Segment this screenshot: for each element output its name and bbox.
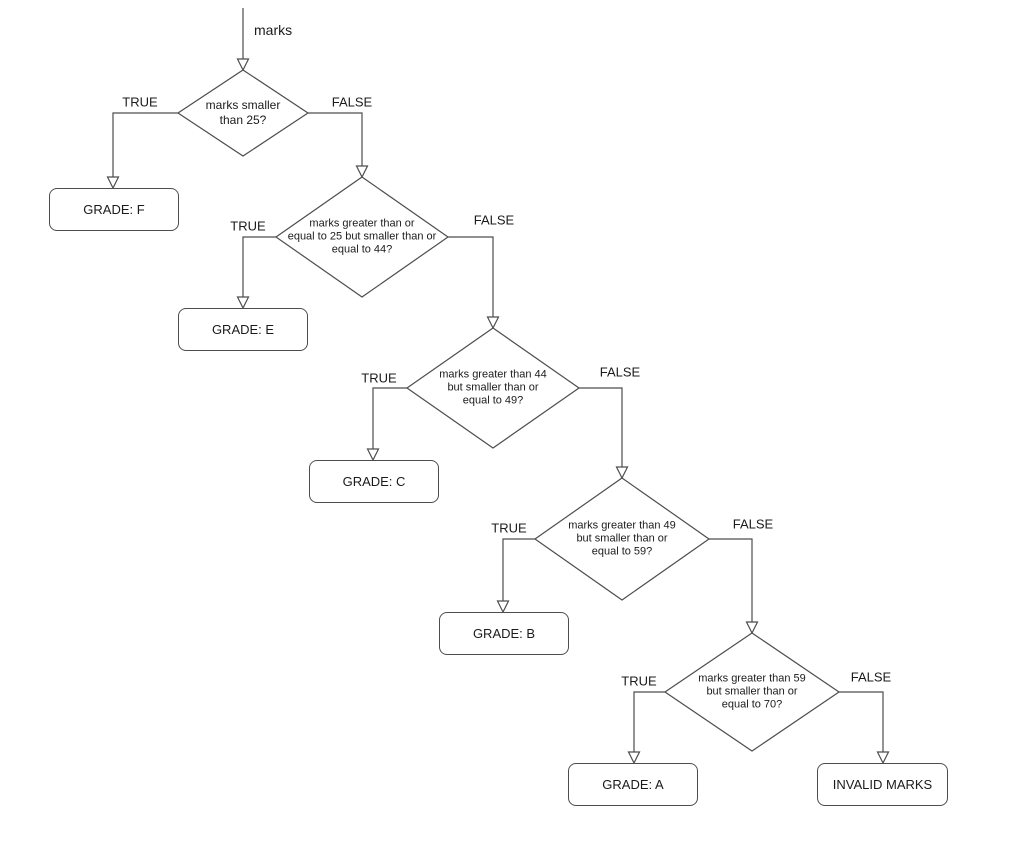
decision-3-false-edge-line — [579, 387, 623, 467]
result-invalid-marks: INVALID MARKS — [817, 763, 948, 806]
decision-3-label: marks greater than 44 but smaller than o… — [439, 368, 547, 407]
result-grade-c: GRADE: C — [309, 460, 439, 503]
result-grade-e: GRADE: E — [178, 308, 308, 351]
decision-3-true-edge-line — [372, 387, 407, 449]
decision-4-false-edge-line — [709, 538, 753, 622]
decision-2-label: marks greater than or equal to 25 but sm… — [287, 217, 437, 256]
decision-5-true-arrowhead-icon — [627, 751, 641, 765]
decision-5-false-edge-line — [839, 691, 884, 752]
decision-4-true-arrowhead-icon — [496, 600, 510, 614]
start-input-label: marks — [254, 22, 293, 38]
result-grade-f: GRADE: F — [49, 188, 179, 231]
decision-5-false-arrowhead-icon — [876, 751, 890, 765]
decision-4-false-label: FALSE — [732, 516, 774, 532]
decision-1-false-label: FALSE — [331, 94, 373, 110]
decision-3-diamond — [405, 327, 581, 449]
decision-2-true-label: TRUE — [230, 218, 266, 234]
decision-3-false-arrowhead-icon — [615, 466, 629, 480]
result-grade-b: GRADE: B — [439, 612, 569, 655]
decision-5-diamond — [663, 632, 841, 752]
decision-2-diamond — [274, 176, 450, 298]
decision-2-true-arrowhead-icon — [236, 296, 250, 310]
decision-2-false-edge-line — [448, 236, 494, 317]
decision-5-true-edge-line — [633, 691, 665, 752]
decision-5-true-label: TRUE — [621, 673, 657, 689]
decision-1-diamond — [176, 69, 310, 157]
decision-3-true-label: TRUE — [361, 370, 397, 386]
result-grade-a: GRADE: A — [568, 763, 698, 806]
decision-4-true-label: TRUE — [491, 520, 527, 536]
decision-3-true-arrowhead-icon — [366, 448, 380, 462]
decision-1-label: marks smaller than 25? — [205, 98, 281, 127]
decision-5-label: marks greater than 59 but smaller than o… — [698, 672, 806, 711]
decision-4-label: marks greater than 49 but smaller than o… — [568, 519, 676, 558]
decision-4-true-edge-line — [502, 538, 535, 601]
start-edge-arrowhead-icon — [236, 58, 250, 72]
decision-4-diamond — [533, 477, 711, 601]
decision-5-false-label: FALSE — [850, 669, 892, 685]
decision-2-false-arrowhead-icon — [486, 316, 500, 330]
decision-1-true-label: TRUE — [122, 94, 158, 110]
decision-1-false-arrowhead-icon — [355, 165, 369, 179]
decision-1-false-edge-line — [308, 112, 363, 166]
decision-4-false-arrowhead-icon — [745, 621, 759, 635]
decision-1-true-edge-line — [112, 112, 178, 177]
decision-2-false-label: FALSE — [473, 212, 515, 228]
decision-3-false-label: FALSE — [599, 364, 641, 380]
decision-1-true-arrowhead-icon — [106, 176, 120, 190]
decision-2-true-edge-line — [242, 236, 276, 297]
